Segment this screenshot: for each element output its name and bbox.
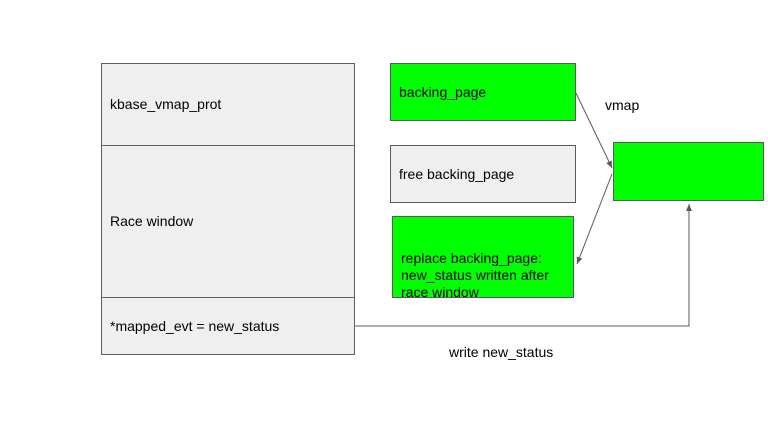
write-new-status-label: write new_status [449,344,554,360]
arrow-write-new-status [355,204,692,327]
replace-backing-page-box: replace backing_page: new_status written… [392,216,574,300]
vmap-label: vmap [605,97,640,113]
backing-page-box: backing_page [390,63,576,121]
free-backing-page-box: free backing_page [390,145,576,203]
stack-cell-label: Race window [110,213,194,229]
replace-backing-page-label: replace backing_page: new_status written… [401,250,549,300]
stack-cell-race-window: Race window [101,145,355,298]
stack-cell-mapped-evt: *mapped_evt = new_status [101,297,355,355]
stack-cell-label: *mapped_evt = new_status [110,317,280,334]
stack-cell-kbase-vmap-prot: kbase_vmap_prot [101,63,355,146]
backing-page-label: backing_page [399,83,487,100]
free-backing-page-label: free backing_page [399,165,515,182]
vmap-target-box [613,142,764,201]
arrow-backing-to-vmap [575,92,613,169]
stack-cell-label: kbase_vmap_prot [110,96,222,112]
arrow-vmap-to-replace [576,173,613,265]
